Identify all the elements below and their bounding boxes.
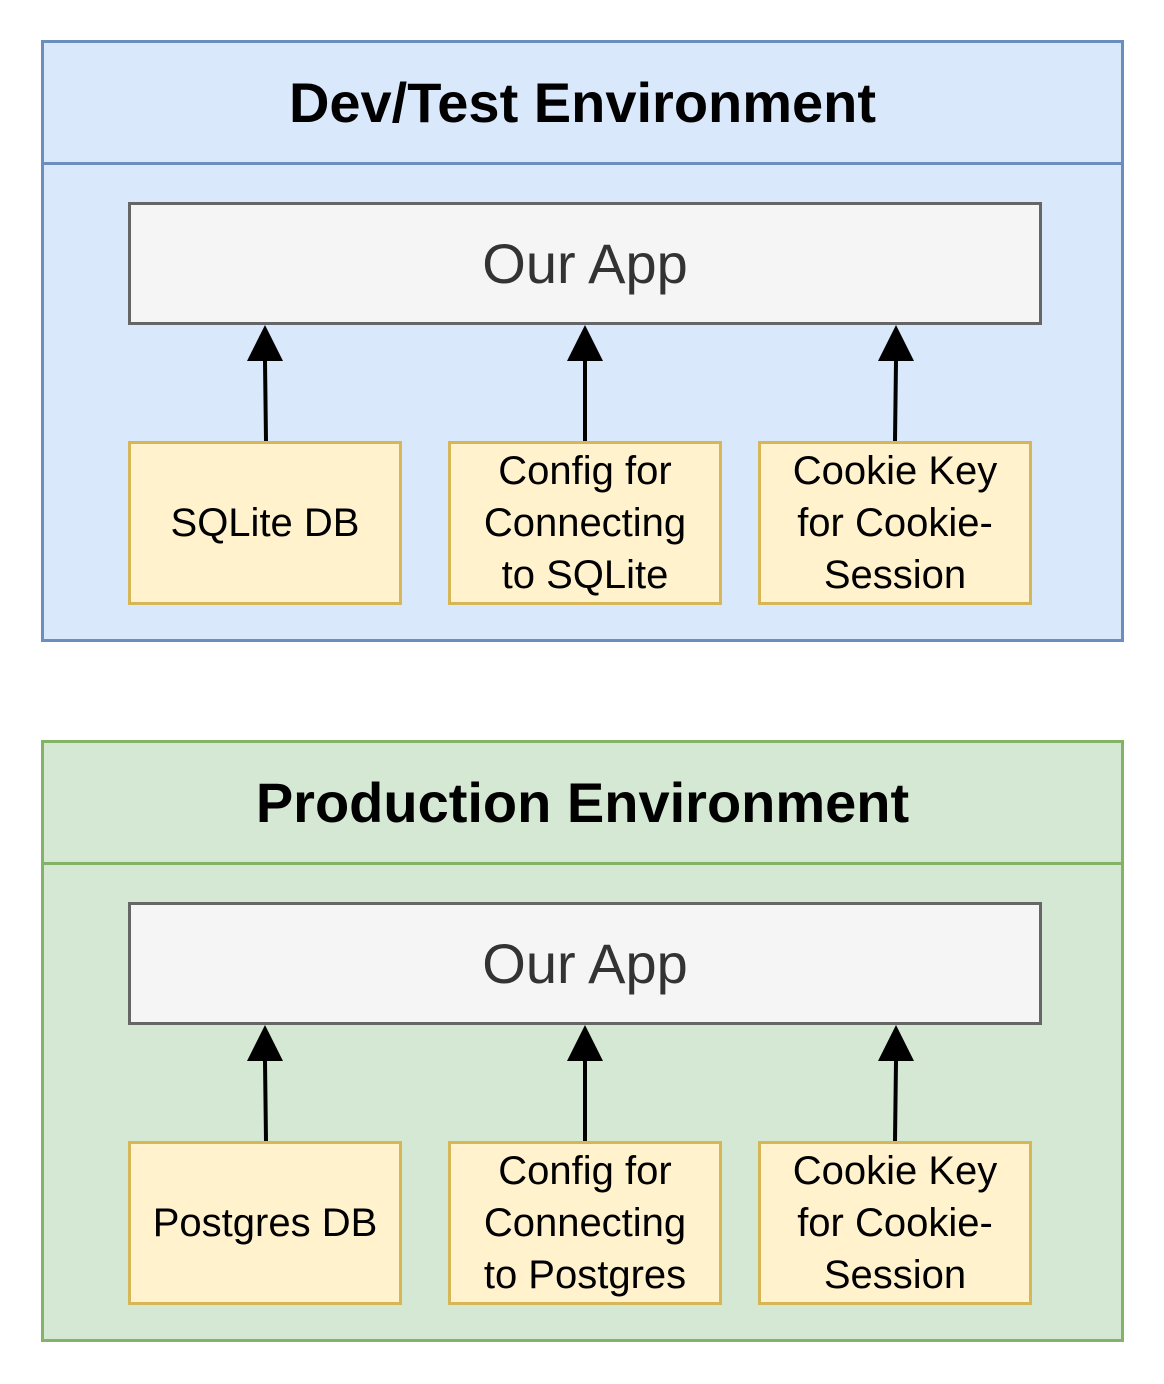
arrowhead-cookie-key (878, 1025, 914, 1061)
our-app-box: Our App (128, 902, 1042, 1025)
production-arrows (247, 1025, 914, 1142)
arrowhead-postgres-config (567, 1025, 603, 1061)
environment-title: Production Environment (44, 743, 1121, 865)
postgres-db-box: Postgres DB (128, 1141, 402, 1305)
sqlite-config-box: Config for Connecting to SQLite (448, 441, 722, 605)
cookie-key-box: Cookie Key for Cookie- Session (758, 441, 1032, 605)
production-environment: Production Environment Our App Postgres … (41, 740, 1124, 1342)
sqlite-db-box: SQLite DB (128, 441, 402, 605)
arrow-postgres-db (263, 1060, 268, 1142)
arrowhead-sqlite-db (247, 325, 283, 361)
dev-arrows (247, 325, 914, 442)
arrowhead-sqlite-config (567, 325, 603, 361)
arrow-cookie-key (893, 360, 898, 442)
arrow-sqlite-db (263, 360, 268, 442)
dev-test-environment: Dev/Test Environment Our App SQLite DB C… (41, 40, 1124, 642)
arrow-cookie-key (893, 1060, 898, 1142)
our-app-box: Our App (128, 202, 1042, 325)
environment-title: Dev/Test Environment (44, 43, 1121, 165)
cookie-key-box: Cookie Key for Cookie- Session (758, 1141, 1032, 1305)
arrowhead-postgres-db (247, 1025, 283, 1061)
postgres-config-box: Config for Connecting to Postgres (448, 1141, 722, 1305)
arrowhead-cookie-key (878, 325, 914, 361)
